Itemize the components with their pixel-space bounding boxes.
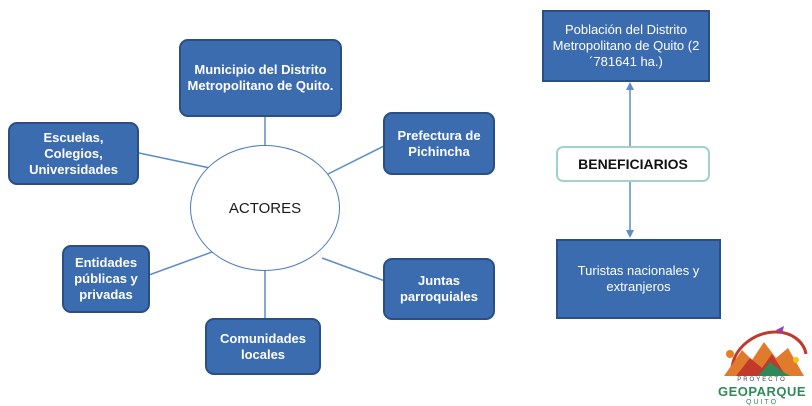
node-escuelas: Escuelas, Colegios, Universidades: [8, 122, 139, 185]
node-prefectura-label: Prefectura de Pichincha: [397, 127, 481, 159]
node-municipio: Municipio del Distrito Metropolitano de …: [179, 39, 342, 117]
connector-juntas: [321, 257, 386, 282]
connector-escuelas: [138, 152, 211, 169]
logo-text-proyecto: PROYECTO: [737, 377, 787, 383]
node-juntas: Juntas parroquiales: [383, 258, 495, 320]
node-beneficiarios-label: BENEFICIARIOS: [578, 156, 688, 172]
logo-text-quito: QUITO: [745, 399, 779, 406]
node-entidades: Entidades públicas y privadas: [62, 245, 150, 313]
connector-entidades: [148, 251, 213, 276]
node-turistas: Turistas nacionales y extranjeros: [556, 239, 721, 319]
node-prefectura: Prefectura de Pichincha: [383, 112, 495, 175]
node-juntas-label: Juntas parroquiales: [399, 273, 479, 304]
center-actores-label: ACTORES: [228, 199, 302, 217]
arrow-down-head: [626, 230, 634, 238]
geoparque-logo-mark: [724, 326, 808, 376]
node-escuelas-label: Escuelas, Colegios, Universidades: [29, 129, 118, 177]
node-poblacion: Población del Distrito Metropolitano de …: [542, 10, 710, 82]
node-comunidades-label: Comunidades locales: [220, 330, 306, 362]
node-turistas-label: Turistas nacionales y extranjeros: [577, 263, 700, 294]
connector-prefectura: [325, 144, 387, 176]
node-beneficiarios: BENEFICIARIOS: [556, 146, 710, 182]
node-entidades-label: Entidades públicas y privadas: [74, 255, 138, 302]
center-actores: ACTORES: [190, 145, 340, 271]
node-poblacion-label: Población del Distrito Metropolitano de …: [552, 22, 700, 69]
node-comunidades: Comunidades locales: [205, 318, 321, 375]
logo-text-geoparque: GEOPARQUE: [717, 384, 807, 399]
geoparque-logo: PROYECTO GEOPARQUE QUITO: [714, 324, 810, 406]
arrow-up-head: [626, 82, 634, 90]
node-municipio-label: Municipio del Distrito Metropolitano de …: [187, 62, 334, 93]
